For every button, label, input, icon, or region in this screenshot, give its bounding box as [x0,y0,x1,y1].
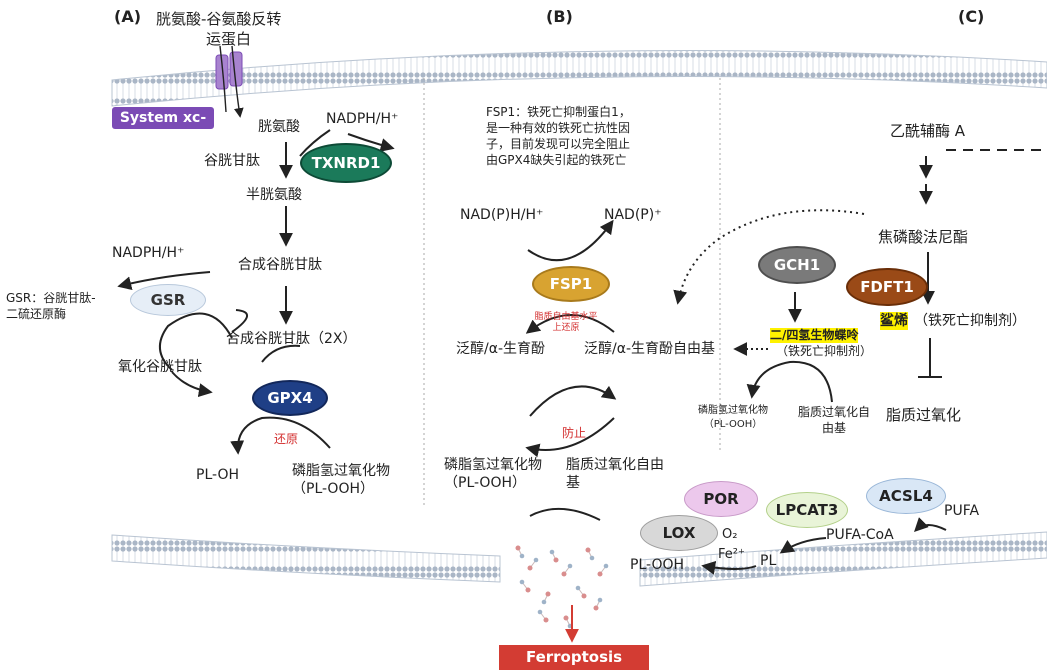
radical-note: 脂质自由基水平上还原 [534,312,598,333]
gpx4-enzyme: GPX4 [252,380,328,416]
fsp1-note: FSP1：铁死亡抑制蛋白1，是一种有效的铁死亡抗性因子，目前发现可以完全阻止由G… [486,105,631,167]
gsh-2x-label: 合成谷胱甘肽（2X） [226,331,357,347]
acetyl-coa-label: 乙酰辅酶 A [890,122,966,140]
nadph-label-a2: NADPH/H⁺ [112,245,185,261]
pl-label: PL [760,553,777,569]
pl-ooh-label-c: 磷脂氢过氧化物（PL-OOH） [698,405,768,430]
lox-enzyme: LOX [640,515,718,551]
transporter-title-line2: 运蛋白 [206,30,252,48]
fpp-label: 焦磷酸法尼酯 [878,228,969,246]
lipid-radical-label-c: 脂质过氧化自由基 [798,405,871,435]
reduce-label: 还原 [274,432,299,446]
cysteine-label: 半胱氨酸 [246,187,302,203]
fsp1-enzyme: FSP1 [532,266,610,302]
fdft1-enzyme: FDFT1 [846,268,928,306]
por-enzyme: POR [684,481,758,517]
glutathione-peptide-label: 谷胱甘肽 [204,153,260,169]
top-membrane [111,49,1047,107]
cystine-label: 胱氨酸 [258,119,300,135]
panel-label-a: (A) [114,7,142,26]
system-xc-label: System xc- [112,107,214,129]
nadph-label-b: NAD(P)H/H⁺ [460,207,544,223]
pl-oh-label-a: PL-OH [196,467,239,483]
iron-label: Fe²⁺ [718,547,745,562]
acsl4-enzyme: ACSL4 [866,478,946,514]
pufa-label: PUFA [944,503,980,519]
lipid-peroxidation-label: 脂质过氧化 [886,406,962,424]
gch1-enzyme: GCH1 [758,246,836,284]
oxygen-label: O₂ [722,527,738,542]
gsr-enzyme: GSR [130,284,206,316]
ubiquinol-radical-label: 泛醇/α-生育酚自由基 [584,341,715,357]
lipid-radical-label-b: 脂质过氧化自由基 [566,457,664,491]
transporter-title: 胱氨酸-谷氨酸反转 [156,10,282,28]
prevent-label: 防止 [562,426,587,440]
pl-ooh-label-bottom: PL-OOH [630,557,685,573]
bh4-label: 二/四氢生物蝶呤 [770,328,859,343]
lpcat3-enzyme: LPCAT3 [766,492,848,528]
squalene-note: （铁死亡抑制剂） [914,313,1026,329]
gsr-note: GSR：谷胱甘肽-二硫还原酶 [6,291,96,321]
nadph-label-a: NADPH/H⁺ [326,111,399,127]
gssg-label: 氧化谷胱甘肽 [118,359,202,375]
panel-label-b: (B) [546,7,573,26]
ubiquinol-label: 泛醇/α-生育酚 [456,341,545,357]
bottom-membrane-left [111,534,501,583]
bh4-note: （铁死亡抑制剂） [776,344,873,358]
pl-ooh-label-a: 磷脂氢过氧化物（PL-OOH） [292,463,390,497]
squalene-label: 鲨烯 [880,312,908,330]
nadp-label-b: NAD(P)⁺ [604,207,662,223]
bottom-membrane-right [639,531,1047,587]
pufa-coa-label: PUFA-CoA [826,527,894,543]
ferroptosis-label: Ferroptosis [525,648,623,666]
gsh-label: 合成谷胱甘肽 [238,257,322,273]
panel-label-c: (C) [958,7,985,26]
pl-ooh-label-b: 磷脂氢过氧化物（PL-OOH） [444,457,542,491]
transporter-icon [215,45,244,118]
txnrd1-enzyme: TXNRD1 [300,143,392,183]
lipid-debris-icon [515,545,609,629]
